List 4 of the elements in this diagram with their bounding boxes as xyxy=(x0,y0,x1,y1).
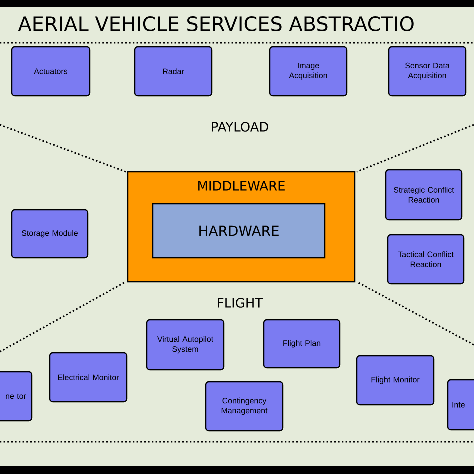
section-label: FLIGHT xyxy=(218,298,264,308)
hardware-box: HARDWARE xyxy=(152,203,326,259)
section-label: PAYLOAD xyxy=(212,122,268,132)
title: AERIAL VEHICLE SERVICES ABSTRACTIO xyxy=(18,16,414,32)
